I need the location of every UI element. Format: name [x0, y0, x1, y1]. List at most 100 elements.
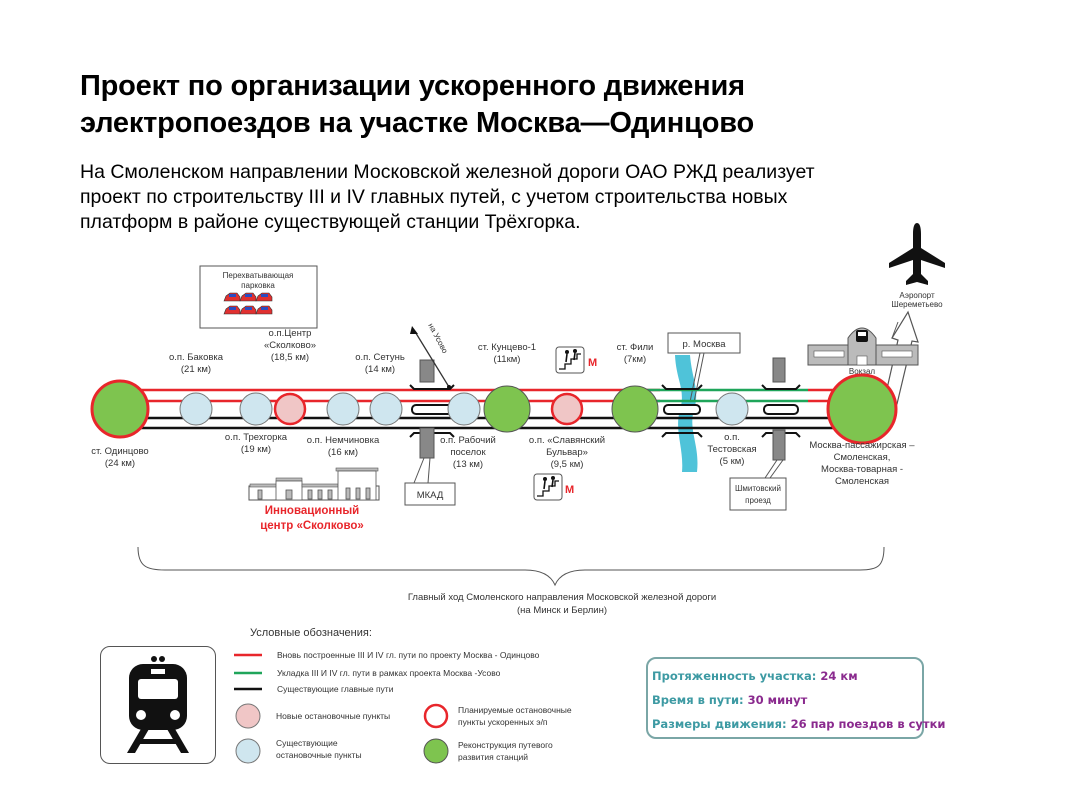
- station-label-kuntsevo: (11км): [494, 354, 521, 365]
- station-label-slavyansky: о.п. «Славянский: [529, 435, 605, 446]
- skolkovo-building: [248, 467, 380, 501]
- metro-sign-upper: М: [555, 346, 597, 374]
- overpass-bracket: [761, 384, 801, 390]
- legend: Условные обозначения: Вновь построенные …: [234, 627, 572, 764]
- station-label-slavyansky: Бульвар»: [546, 447, 588, 458]
- legend-item-usovo-tracks: Укладка III И IV гл. пути в рамках проек…: [277, 668, 501, 678]
- station-label-skolkovo: «Сколково»: [264, 340, 316, 351]
- parking: Перехватывающая парковка: [199, 265, 318, 329]
- airport-label-1: Аэропорт: [899, 291, 935, 300]
- legend-item-station-1: Реконструкция путевого: [458, 740, 553, 750]
- info-traffic-key: Размеры движения:: [652, 717, 787, 731]
- page-title: Проект по организации ускоренного движен…: [80, 68, 754, 142]
- overpass-capsule: [763, 404, 799, 415]
- river-label: р. Москва: [683, 339, 727, 350]
- usovo-label: на Усово: [426, 322, 450, 356]
- station-label-kuntsevo: ст. Кунцево-1: [478, 342, 536, 353]
- station-label-bakovka: о.п. Баковка: [169, 352, 224, 363]
- info-time: Время в пути: 30 минут: [652, 691, 922, 715]
- station-label-skolkovo: (18,5 км): [271, 352, 309, 363]
- vokzal-label: Вокзал: [849, 367, 875, 376]
- info-time-value: 30 минут: [747, 693, 808, 707]
- station-marker-fili: [611, 385, 659, 433]
- shmitovsky-label-2: проезд: [745, 496, 771, 505]
- overpass-capsule: [411, 404, 453, 415]
- intro-line-3: платформ в районе существующей станции Т…: [80, 211, 581, 233]
- main-line-label-2: (на Минск и Берлин): [517, 605, 607, 616]
- shmitovsky-label-1: Шмитовский: [735, 484, 781, 493]
- station-label-testovskaya: (5 км): [720, 456, 745, 467]
- cars-icon: [223, 292, 273, 315]
- metro-sign-lower: М: [533, 473, 574, 501]
- station-marker-moskva: [826, 373, 898, 445]
- title-line-2: электропоездов на участке Москва—Одинцов…: [80, 107, 755, 139]
- station-label-skolkovo: о.п.Центр: [269, 328, 312, 339]
- station-label-fili: (7км): [624, 354, 646, 365]
- parking-label-1: Перехватывающая: [223, 271, 294, 280]
- station-marker-kuntsevo: [483, 385, 531, 433]
- metro-stairs-icon: [537, 480, 559, 497]
- station-label-nemchinovka: (16 км): [328, 447, 358, 458]
- overpasses: [409, 384, 801, 438]
- station-label-moskva: Смоленская,: [834, 452, 891, 463]
- metro-letter: М: [588, 357, 597, 369]
- info-traffic-value: 26 пар поездов в сутки: [790, 717, 946, 731]
- station-label-testovskaya: Тестовская: [707, 444, 756, 455]
- station-label-odintsovo: ст. Одинцово: [91, 446, 148, 457]
- station-marker-slavyansky: [550, 392, 584, 426]
- overpass-capsule: [663, 404, 701, 415]
- usovo-arrow: [413, 329, 450, 388]
- info-length-key: Протяженность участка:: [652, 669, 817, 683]
- legend-item-planned-1: Планируемые остановочные: [458, 705, 572, 715]
- station-marker-setun: [369, 392, 403, 426]
- intro-line-1: На Смоленском направлении Московской жел…: [80, 161, 815, 183]
- legend-marker-planned-stop: [423, 703, 449, 729]
- station-label-rabochiy: (13 км): [453, 459, 483, 470]
- main-line-brace: [137, 546, 885, 587]
- station-label-bakovka: (21 км): [181, 364, 211, 375]
- airport-label-2: Шереметьево: [891, 300, 943, 309]
- station-label-moskva: Смоленская: [835, 476, 889, 487]
- legend-marker-existing-stop: [235, 738, 261, 764]
- legend-item-existing-2: остановочные пункты: [276, 750, 362, 760]
- stations: ст. Одинцово(24 км) о.п. Баковка(21 км) о.…: [90, 328, 915, 487]
- station-label-trekhgorka: (19 км): [241, 444, 271, 455]
- info-length-value: 24 км: [820, 669, 858, 683]
- metro-letter: М: [565, 484, 574, 496]
- station-label-setun: о.п. Сетунь: [355, 352, 405, 363]
- main-line-label-1: Главный ход Смоленского направления Моск…: [408, 592, 716, 603]
- metro-stairs-icon: [559, 353, 581, 370]
- station-marker-nemchinovka: [326, 392, 360, 426]
- station-label-setun: (14 км): [365, 364, 395, 375]
- station-label-odintsovo: (24 км): [105, 458, 135, 469]
- station-marker-skolkovo: [273, 392, 307, 426]
- station-label-moskva: Москва-товарная -: [821, 464, 903, 475]
- legend-marker-station: [423, 738, 449, 764]
- info-traffic: Размеры движения: 26 пар поездов в сутки: [652, 715, 945, 739]
- station-label-moskva: Москва-пассажирская –: [809, 440, 915, 451]
- legend-item-existing-1: Существующие: [276, 738, 338, 748]
- innovation-label-1: Инновационный: [265, 505, 359, 517]
- legend-item-existing-tracks: Существующие главные пути: [277, 684, 394, 694]
- parking-label-2: парковка: [241, 281, 275, 290]
- station-marker-trekhgorka: [239, 392, 273, 426]
- legend-marker-new-stop: [235, 703, 261, 729]
- station-marker-testovskaya: [715, 392, 749, 426]
- station-label-testovskaya: о.п.: [724, 432, 740, 443]
- overpass-bracket: [661, 432, 703, 438]
- mkad-label: МКАД: [417, 490, 444, 501]
- station-marker-odintsovo: [90, 379, 150, 439]
- station-label-slavyansky: (9,5 км): [551, 459, 584, 470]
- station-marker-rabochiy: [447, 392, 481, 426]
- train-icon: [127, 656, 189, 753]
- station-label-trekhgorka: о.п. Трехгорка: [225, 432, 288, 443]
- vokzal-building: [807, 327, 919, 366]
- info-length: Протяженность участка: 24 км: [652, 667, 922, 691]
- overpass-bracket: [661, 384, 703, 390]
- legend-item-station-2: развития станций: [458, 752, 528, 762]
- info-time-key: Время в пути:: [652, 693, 744, 707]
- legend-item-new-tracks: Вновь построенные III И IV гл. пути по п…: [277, 650, 540, 660]
- innovation-label-2: центр «Сколково»: [260, 520, 364, 532]
- station-label-nemchinovka: о.п. Немчиновка: [307, 435, 380, 446]
- legend-title: Условные обозначения:: [250, 627, 372, 639]
